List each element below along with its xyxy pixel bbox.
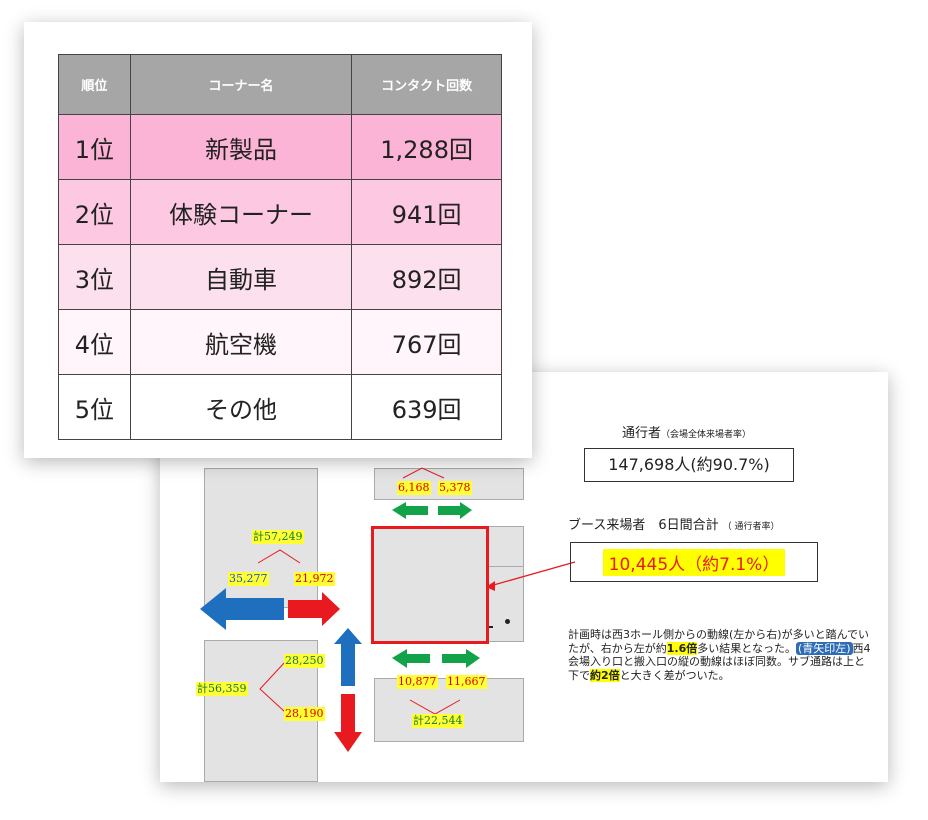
top-right-count-label: 5,378 — [438, 481, 472, 495]
bottom-green-right-count-label: 11,667 — [446, 675, 487, 689]
booth-callout-line — [489, 561, 576, 587]
bottom-green-left-count-label: 10,877 — [397, 675, 438, 689]
passers-value-box: 147,698人(約90.7%) — [584, 448, 794, 482]
table-row: 2位 体験コーナー 941回 — [58, 179, 502, 245]
bottom-total-label: 計22,544 — [412, 714, 464, 728]
table-row: 5位 その他 639回 — [58, 374, 502, 440]
rank-cell: 1位 — [58, 114, 131, 180]
green-arrow-top-left — [392, 502, 428, 519]
hall-divider-line — [485, 626, 493, 628]
note-bold-1: 1.6倍 — [666, 641, 698, 655]
passers-value: 147,698人(約90.7%) — [608, 455, 770, 474]
table-row: 3位 自動車 892回 — [58, 244, 502, 310]
bracket-top — [402, 467, 445, 479]
count-cell: 941回 — [351, 179, 502, 245]
header-contact-count: コンタクト回数 — [351, 54, 502, 115]
count-cell: 892回 — [351, 244, 502, 310]
bracket-left-top — [257, 549, 301, 564]
hall-marker-dot — [505, 619, 510, 624]
bottom-left-down-count-label: 28,190 — [284, 707, 325, 721]
left-blue-count-label: 35,277 — [228, 572, 269, 586]
flow-arrows-layer — [200, 467, 576, 752]
header-rank: 順位 — [58, 54, 131, 115]
contact-ranking-table: 順位 コーナー名 コンタクト回数 1位 新製品 1,288回 2位 体験コーナー… — [58, 54, 502, 440]
corner-name-cell: 新製品 — [129, 114, 353, 180]
booth-title: ブース来場者 6日間合計 — [568, 518, 719, 533]
booth-heading: ブース来場者 6日間合計（ 通行者率） — [568, 514, 780, 533]
note-text-4: と大きく差がついた。 — [619, 668, 730, 682]
count-cell: 1,288回 — [351, 114, 502, 180]
table-header-row: 順位 コーナー名 コンタクト回数 — [58, 54, 502, 115]
rank-cell: 2位 — [58, 179, 131, 245]
rank-cell: 3位 — [58, 244, 131, 310]
bottom-left-up-count-label: 28,250 — [284, 654, 325, 668]
booth-area — [371, 526, 489, 644]
booth-note: （ 通行者率） — [722, 522, 780, 532]
ranking-slide: 順位 コーナー名 コンタクト回数 1位 新製品 1,288回 2位 体験コーナー… — [24, 22, 532, 458]
left-red-count-label: 21,972 — [294, 572, 335, 586]
booth-value: 10,445人（約7.1%） — [602, 549, 786, 576]
table-row: 1位 新製品 1,288回 — [58, 114, 502, 180]
passers-title: 通行者 — [622, 426, 662, 441]
corner-name-cell: その他 — [129, 374, 353, 440]
corner-name-cell: 航空機 — [129, 309, 353, 375]
left-total-label: 計57,249 — [252, 530, 304, 544]
passers-note: （会場全体来場者率） — [661, 430, 752, 440]
count-cell: 639回 — [351, 374, 502, 440]
top-left-count-label: 6,168 — [397, 481, 431, 495]
note-bold-2: 約2倍 — [590, 668, 620, 682]
bottom-left-total-label: 計56,359 — [196, 682, 248, 696]
corner-name-cell: 自動車 — [129, 244, 353, 310]
bracket-bottom — [409, 699, 461, 715]
table-row: 4位 航空機 767回 — [58, 309, 502, 375]
booth-callout-arrowhead — [486, 581, 495, 591]
green-arrow-bottom-right — [442, 649, 480, 668]
bracket-left-bottom — [259, 661, 286, 713]
corner-name-cell: 体験コーナー — [129, 179, 353, 245]
header-corner-name: コーナー名 — [129, 54, 353, 115]
count-cell: 767回 — [351, 309, 502, 375]
note-text-2: 多い結果となった。 — [697, 641, 796, 655]
note-text-3: 西4会場入り口と搬入口の縦の動線はほぼ同数。サブ通路は上と下で — [568, 641, 871, 682]
green-arrow-bottom-left — [392, 649, 430, 668]
green-arrow-top-right — [438, 502, 472, 519]
red-arrow-right — [288, 592, 340, 626]
analysis-note: 計画時は西3ホール側からの動線(左から右)が多いと踏んでいたが、右から左が約1.… — [568, 628, 874, 682]
booth-value-box: 10,445人（約7.1%） — [570, 542, 818, 582]
rank-cell: 5位 — [58, 374, 131, 440]
red-arrow-down — [334, 694, 362, 752]
rank-cell: 4位 — [58, 309, 131, 375]
blue-arrow-up — [334, 628, 362, 686]
blue-arrow-left — [200, 588, 284, 630]
note-highlight: (青矢印左) — [795, 641, 853, 655]
passers-heading: 通行者（会場全体来場者率） — [622, 422, 751, 441]
note-text-1: 計画時は西3ホール側からの動線(左から右)が多いと踏んでいたが、右から左が約 — [568, 628, 870, 655]
